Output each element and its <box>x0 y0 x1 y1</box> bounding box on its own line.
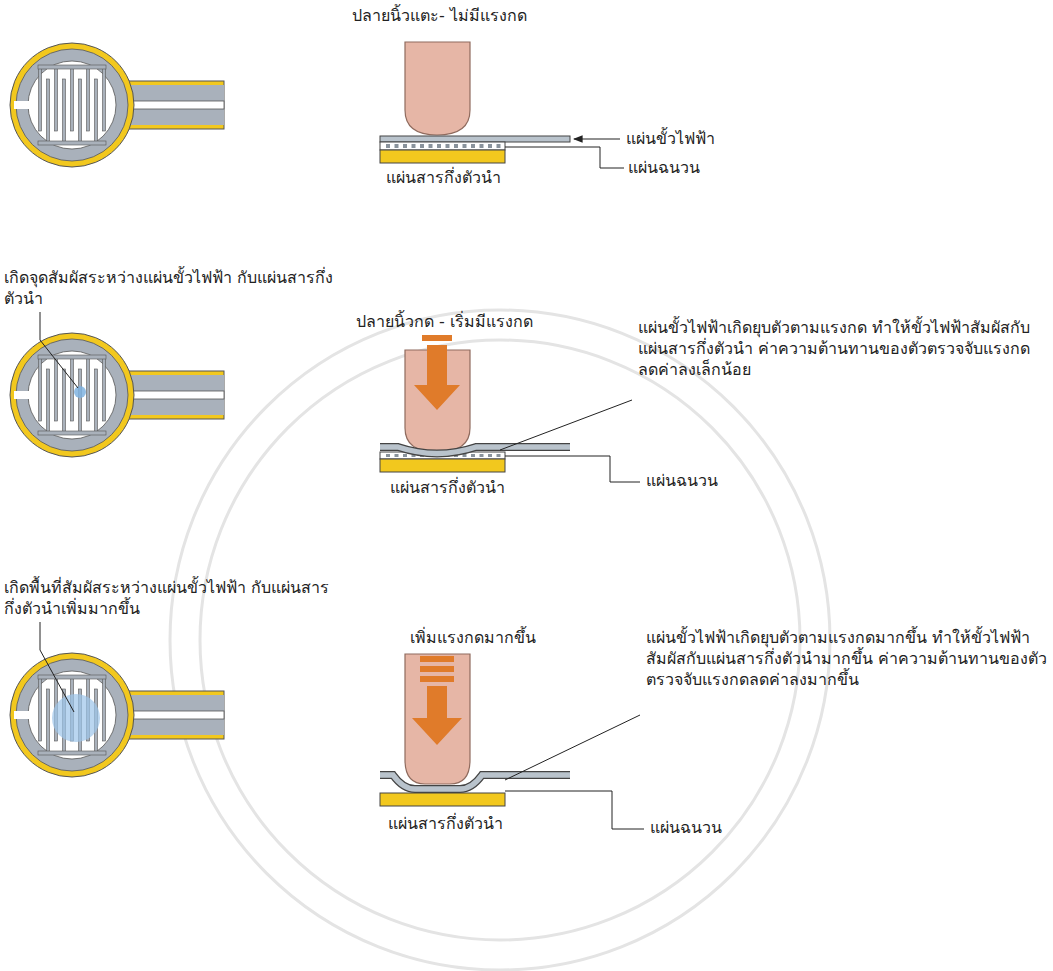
leader-line <box>505 456 640 482</box>
part-name: แผ่นฉนวน <box>646 471 718 492</box>
fingertip <box>405 42 470 135</box>
sensor-top-view <box>10 653 224 777</box>
sensor-top-view <box>10 43 224 167</box>
sensor-top-view <box>10 333 224 457</box>
semiconductor <box>380 793 505 806</box>
semiconductor <box>380 459 505 472</box>
note-text: แผ่นขั้วไฟฟ้าเกิดยุบตัวตามแรงกดมากขึ้น ท… <box>646 628 1048 690</box>
force-arrow <box>412 656 462 745</box>
fingertip <box>405 654 470 784</box>
note-text: แผ่นขั้วไฟฟ้าเกิดยุบตัวตามแรงกด ทำให้ขั้… <box>638 318 1043 380</box>
leader-line <box>505 715 640 780</box>
part-name: แผ่นขั้วไฟฟ้า <box>626 129 715 150</box>
part-name: แผ่นสารกึ่งตัวนำ <box>390 478 505 499</box>
contact-point <box>74 386 86 398</box>
force-arrow <box>414 335 460 410</box>
electrode-plate <box>380 775 570 789</box>
electrode-plate <box>380 136 570 142</box>
part-name: แผ่นสารกึ่งตัวนำ <box>386 168 501 189</box>
electrode-plate <box>380 447 570 454</box>
part-name: แผ่นสารกึ่งตัวนำ <box>388 814 503 835</box>
part-name: แผ่นฉนวน <box>650 818 722 839</box>
semiconductor <box>380 150 505 163</box>
note-text: เกิดพื้นที่สัมผัสระหว่างแผ่นขั้วไฟฟ้า กั… <box>4 578 334 620</box>
insulator <box>380 142 505 150</box>
contact-area <box>52 694 100 742</box>
note-text: เกิดจุดสัมผัสระหว่างแผ่นขั้วไฟฟ้า กับแผ่… <box>4 268 334 310</box>
heading-label: ปลายนิ้วแตะ- ไม่มีแรงกด <box>352 6 527 27</box>
leader-line <box>500 400 632 450</box>
leader-line <box>40 312 78 388</box>
heading-label: ปลายนิ้วกด - เริ่มมีแรงกด <box>356 312 533 333</box>
part-name: แผ่นฉนวน <box>628 158 700 179</box>
leader-line <box>505 147 624 168</box>
heading-label: เพิ่มแรงกดมากขึ้น <box>410 628 536 649</box>
leader-line <box>574 138 620 139</box>
leader-line <box>40 622 74 712</box>
leader-line <box>505 791 644 829</box>
